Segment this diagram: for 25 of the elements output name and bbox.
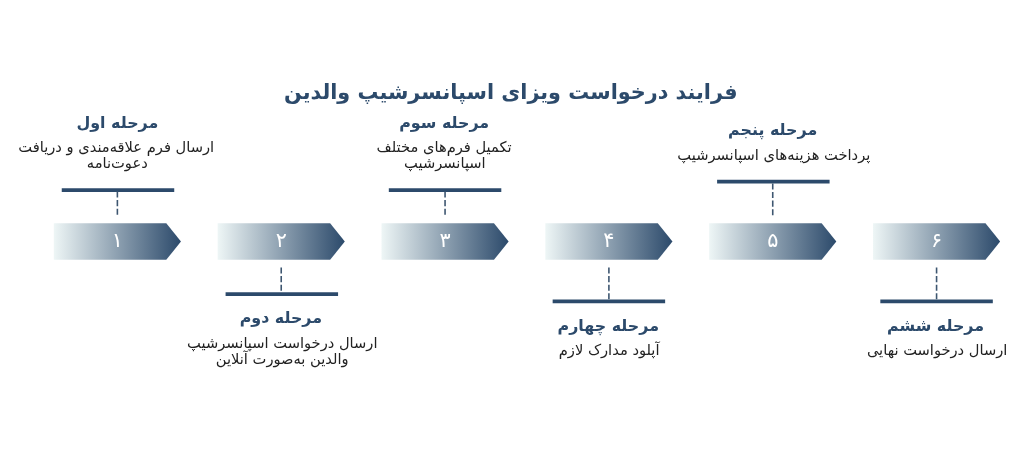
diagram-title: فرایند درخواست ویزای اسپانسرشیپ والدین xyxy=(283,80,738,105)
node-box xyxy=(880,299,993,304)
connector xyxy=(280,266,282,293)
node-label: مرحله اول xyxy=(76,112,159,132)
node-label: مرحله سوم xyxy=(399,112,490,132)
node-label: تکمیل فرم‌های مختلف اسپانسرشیپ xyxy=(376,138,512,172)
node-label: مرحله چهارم xyxy=(557,315,659,335)
node-box xyxy=(61,188,175,192)
node-box xyxy=(552,299,666,304)
node-label: ارسال فرم علاقه‌مندی و دریافت دعوت‌نامه xyxy=(18,138,215,172)
connector xyxy=(771,182,774,217)
node-label: آپلود مدارک لازم xyxy=(558,341,660,359)
node-label: ارسال درخواست نهایی xyxy=(866,341,1008,359)
node-label: مرحله پنجم xyxy=(728,120,818,140)
connector xyxy=(935,266,938,301)
node-label: مرحله دوم xyxy=(239,308,323,328)
node-box xyxy=(388,188,502,192)
node-label: ارسال درخواست اسپانسرشیپ والدین به‌صورت آنلاین xyxy=(187,334,378,367)
node-box xyxy=(717,179,830,184)
node-box xyxy=(225,292,339,296)
connector xyxy=(116,190,119,217)
node-label: پرداخت هزینه‌های اسپانسرشیپ xyxy=(677,145,871,163)
connector xyxy=(444,190,446,217)
node-label: مرحله ششم xyxy=(887,315,985,335)
connector xyxy=(608,266,610,301)
